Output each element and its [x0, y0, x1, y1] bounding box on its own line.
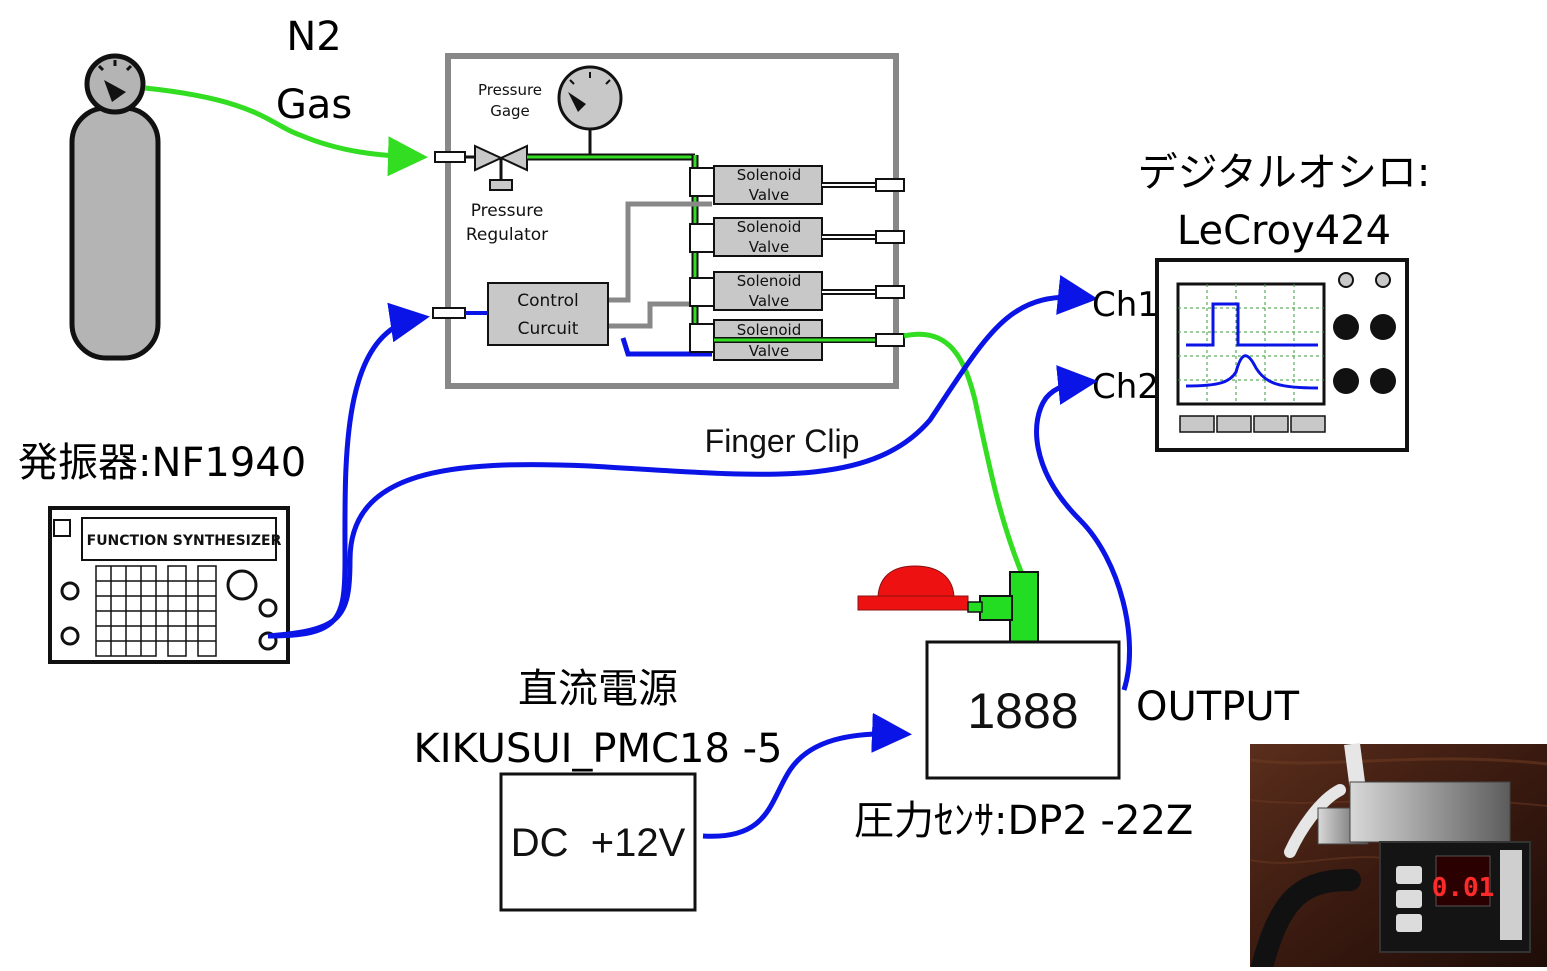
oscilloscope	[1155, 258, 1409, 452]
valve-2-label-line2: Valve	[749, 238, 790, 256]
ch1-label: Ch1	[1092, 285, 1159, 325]
solenoid-valve-1	[689, 165, 905, 205]
function-synthesizer	[48, 506, 290, 664]
gas-label-line1: N2	[286, 14, 341, 60]
gas-label-line2: Gas	[276, 82, 352, 128]
signal-inlet-fitting	[432, 307, 466, 319]
oscilloscope-title-line2: LeCroy424	[1177, 208, 1391, 254]
control-lines	[608, 201, 712, 329]
oscillator-title: 発振器:NF1940	[18, 440, 306, 486]
solenoid-valve-4	[689, 319, 905, 361]
valve-1-label-line2: Valve	[749, 186, 790, 204]
gas-cylinder	[69, 53, 161, 361]
ch1-waveform	[1186, 302, 1318, 347]
pressure-regulator-label-line2: Regulator	[466, 225, 548, 245]
sensor-name: 圧力ｾﾝｻ:DP2 -22Z	[854, 798, 1193, 844]
synthesizer-panel-text: FUNCTION SYNTHESIZER	[87, 533, 282, 549]
valve-3-label-line1: Solenoid	[737, 272, 801, 290]
ch2-waveform	[1185, 354, 1319, 390]
power-supply-display: DC +12V	[511, 821, 686, 865]
pressure-regulator-label-line1: Pressure	[471, 201, 544, 221]
gas-to-sensor-line	[903, 331, 1025, 575]
cylinder-gauge-icon	[97, 60, 133, 102]
pressure-regulator-icon	[465, 144, 528, 191]
oscilloscope-title-line1: デジタルオシロ:	[1138, 150, 1431, 196]
red-cap	[857, 565, 969, 611]
valve-1-label-line1: Solenoid	[737, 166, 801, 184]
gas-supply-line	[144, 85, 428, 177]
sensor-photo	[1249, 742, 1547, 971]
control-circuit-label-line1: Control	[517, 291, 578, 311]
power-supply-title-line1: 直流電源	[518, 666, 678, 712]
valve-4-label-line1: Solenoid	[737, 321, 801, 339]
pressure-gage-label-line1: Pressure	[478, 81, 542, 99]
valve-2-label-line1: Solenoid	[737, 218, 801, 236]
oscillator-to-control-line	[267, 302, 430, 639]
solenoid-valve-3	[689, 271, 905, 311]
control-to-valve-line	[620, 337, 712, 357]
sensor-display: 1888	[967, 683, 1078, 739]
oscillator-to-ch1-line	[267, 275, 1098, 639]
power-supply-title-line2: KIKUSUI_PMC18 -5	[414, 726, 783, 772]
sensor-to-ch2-line	[1034, 365, 1132, 691]
pressure-gage-icon	[557, 65, 623, 157]
finger-clip-caption: Finger Clip	[705, 423, 860, 459]
power-to-sensor-line	[702, 712, 912, 839]
ch2-label: Ch2	[1092, 367, 1159, 407]
pressure-gage-label-line2: Gage	[490, 102, 530, 120]
control-circuit	[487, 282, 609, 346]
gas-inlet-fitting	[434, 151, 466, 163]
power-supply	[499, 772, 697, 912]
solenoid-valve-2	[689, 217, 905, 257]
valve-3-label-line2: Valve	[749, 292, 790, 310]
control-circuit-label-line2: Curcuit	[518, 319, 579, 339]
photo-display-digits: 0.01	[1432, 873, 1495, 903]
sensor-output-label: OUTPUT	[1136, 684, 1300, 730]
pressure-sensor	[925, 640, 1121, 780]
valve-4-label-line2: Valve	[749, 342, 790, 360]
sensor-head	[967, 571, 1039, 647]
